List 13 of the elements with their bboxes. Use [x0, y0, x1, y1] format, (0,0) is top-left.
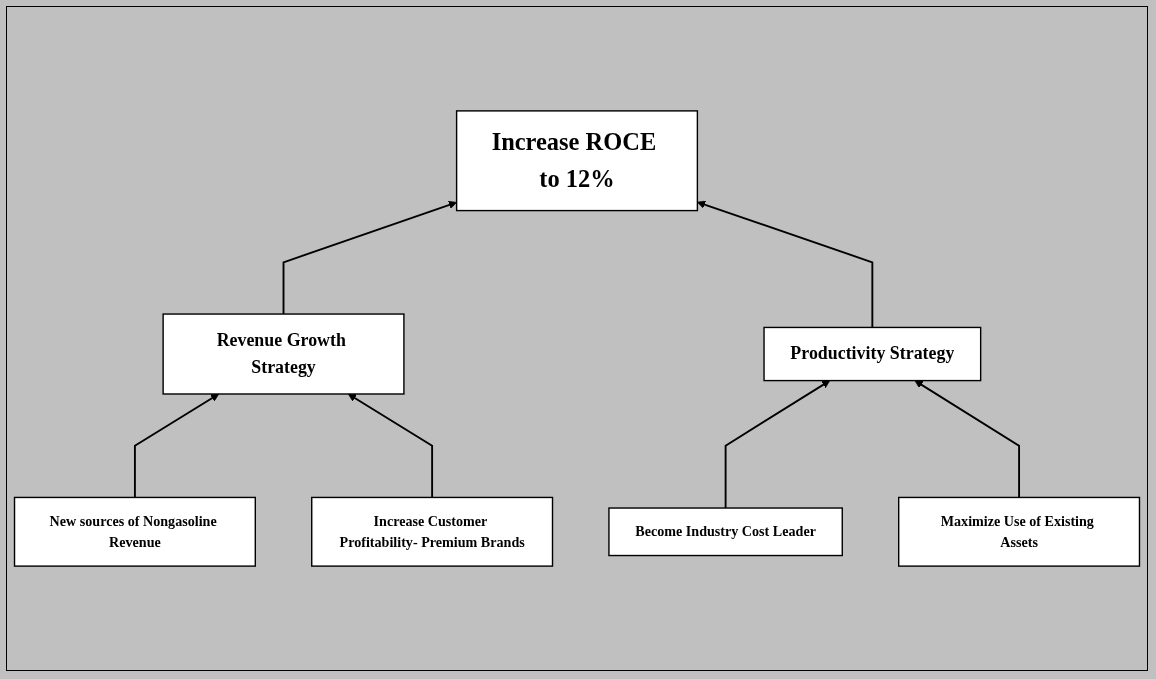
node-box: Productivity Strategy: [763, 326, 982, 382]
arrow: [282, 200, 457, 315]
node-box: Increase Customer Profitability- Premium Brands: [311, 496, 554, 567]
node-box: Become Industry Cost Leader: [608, 507, 843, 557]
arrow: [347, 393, 434, 499]
node-box: Revenue Growth Strategy: [162, 313, 405, 395]
arrow: [914, 380, 1021, 499]
arrow: [724, 380, 831, 509]
arrow: [697, 200, 874, 329]
arrow: [133, 393, 220, 499]
node-box: New sources of Nongasoline Revenue: [13, 496, 256, 567]
node-box: Increase ROCE to 12%: [455, 110, 699, 212]
node-box: Maximize Use of Existing Assets: [898, 496, 1141, 567]
